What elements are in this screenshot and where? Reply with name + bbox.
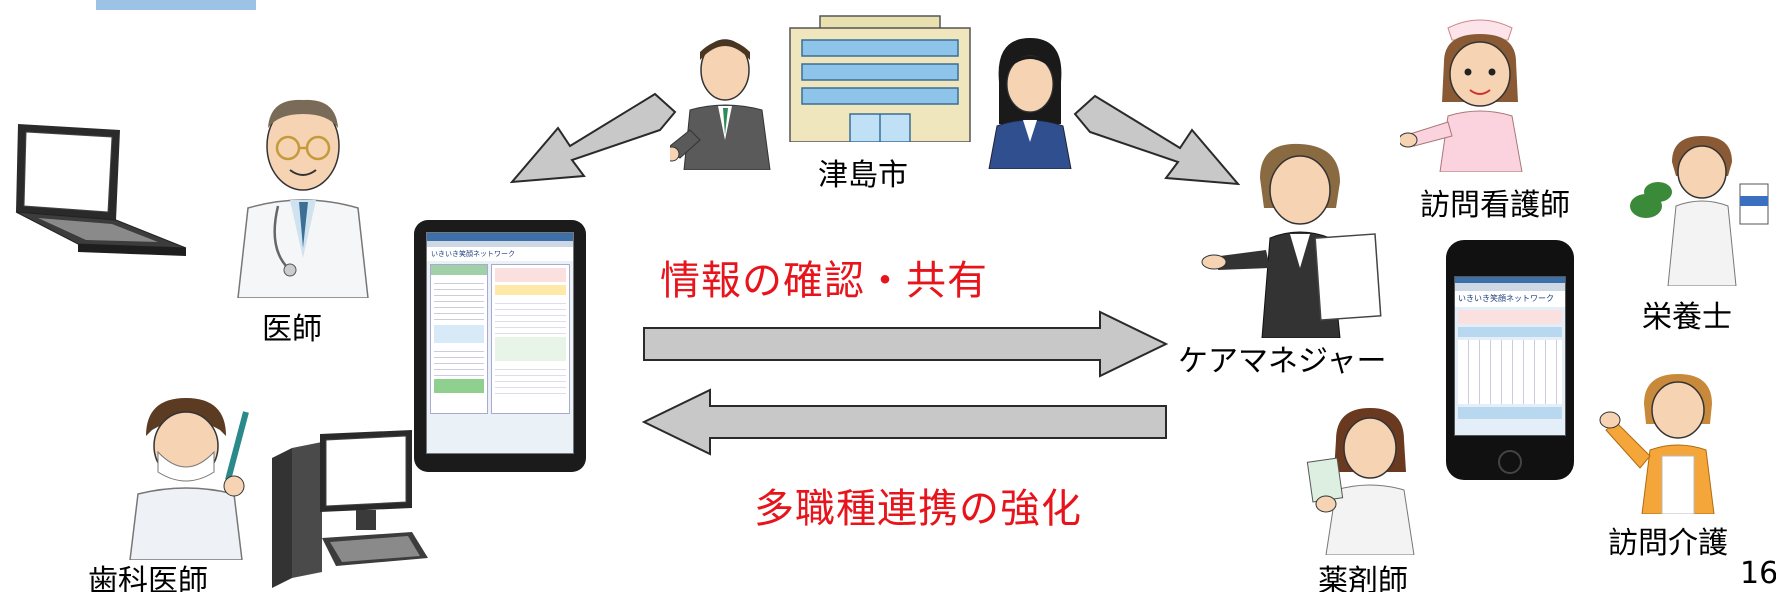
- label-home-care: 訪問介護: [1608, 526, 1728, 561]
- city-staff-man-icon: [670, 39, 771, 170]
- phone-screen: いきいき笑顔ネットワーク: [1454, 276, 1566, 436]
- doctor-icon: [237, 99, 369, 298]
- pharmacist-icon: [1306, 408, 1415, 555]
- arrow-city-to-care-manager: [1073, 94, 1240, 186]
- phone-home-button-icon: [1498, 450, 1522, 474]
- smartphone-device: いきいき笑顔ネットワーク: [1446, 240, 1574, 480]
- header-accent-bar: [96, 0, 256, 10]
- laptop-icon: [15, 124, 187, 256]
- desktop-computer-icon: [272, 430, 428, 588]
- dentist-icon: [129, 398, 249, 560]
- visiting-nurse-icon: [1400, 19, 1523, 172]
- city-staff-woman-icon: [988, 38, 1072, 169]
- tablet-device: いきいき笑顔ネットワーク: [414, 220, 586, 472]
- arrow-city-to-doctor: [510, 92, 677, 184]
- label-nutritionist: 栄養士: [1642, 300, 1732, 335]
- phone-screen-title: いきいき笑顔ネットワーク: [1455, 291, 1565, 307]
- arrow-left-collaboration: [641, 388, 1167, 456]
- slide-number: 16: [1740, 556, 1776, 591]
- home-care-worker-icon: [1599, 374, 1715, 514]
- city-hall-building-icon: [789, 15, 971, 142]
- tablet-screen: いきいき笑顔ネットワーク: [426, 232, 574, 454]
- nutritionist-icon: [1630, 136, 1769, 286]
- label-dentist: 歯科医師: [88, 564, 208, 592]
- label-doctor: 医師: [262, 312, 322, 347]
- arrow-right-sharing: [643, 310, 1169, 378]
- care-manager-icon: [1201, 143, 1382, 338]
- label-care-manager: ケアマネジャー: [1178, 344, 1387, 379]
- label-pharmacist: 薬剤師: [1318, 564, 1408, 592]
- label-collaboration-strengthening: 多職種連携の強化: [754, 486, 1082, 532]
- label-visiting-nurse: 訪問看護師: [1420, 188, 1570, 223]
- label-tsushima-city: 津島市: [818, 158, 908, 193]
- label-information-sharing: 情報の確認・共有: [660, 258, 988, 304]
- tablet-screen-title: いきいき笑顔ネットワーク: [427, 247, 573, 261]
